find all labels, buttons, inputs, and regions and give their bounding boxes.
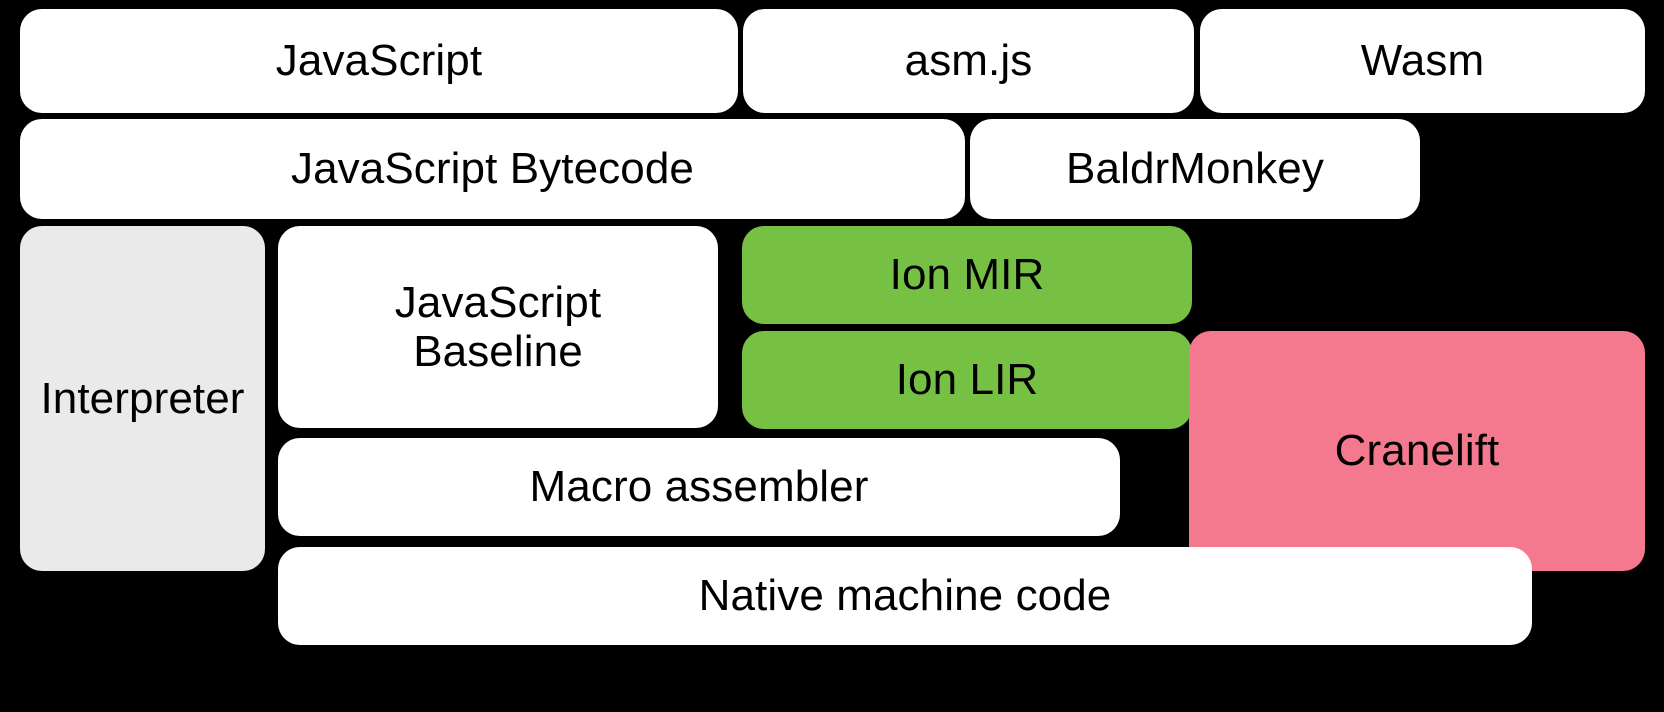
node-label: Wasm: [1360, 36, 1485, 86]
node-label: Interpreter: [40, 373, 245, 423]
node-label: Macro assembler: [529, 462, 869, 512]
node-label: Cranelift: [1334, 426, 1500, 476]
node-label: asm.js: [904, 36, 1033, 86]
node-js-baseline: JavaScript Baseline: [278, 226, 718, 428]
node-label: JavaScript: [275, 36, 483, 86]
node-wasm: Wasm: [1200, 9, 1645, 113]
node-ion-mir: Ion MIR: [742, 226, 1192, 324]
node-cranelift: Cranelift: [1189, 331, 1645, 571]
node-asmjs: asm.js: [743, 9, 1194, 113]
node-js-bytecode: JavaScript Bytecode: [20, 119, 965, 219]
node-baldrmonkey: BaldrMonkey: [970, 119, 1420, 219]
node-interpreter: Interpreter: [20, 226, 265, 571]
node-macro-assembler: Macro assembler: [278, 438, 1120, 536]
node-ion-lir: Ion LIR: [742, 331, 1192, 429]
node-label: JavaScript Bytecode: [291, 144, 694, 194]
node-label: Ion LIR: [895, 355, 1039, 405]
node-native-machine-code: Native machine code: [278, 547, 1532, 645]
node-label: JavaScript Baseline: [394, 277, 602, 376]
node-label: BaldrMonkey: [1066, 144, 1324, 194]
node-javascript: JavaScript: [20, 9, 738, 113]
node-label: Native machine code: [698, 571, 1112, 621]
node-label: Ion MIR: [889, 250, 1045, 300]
